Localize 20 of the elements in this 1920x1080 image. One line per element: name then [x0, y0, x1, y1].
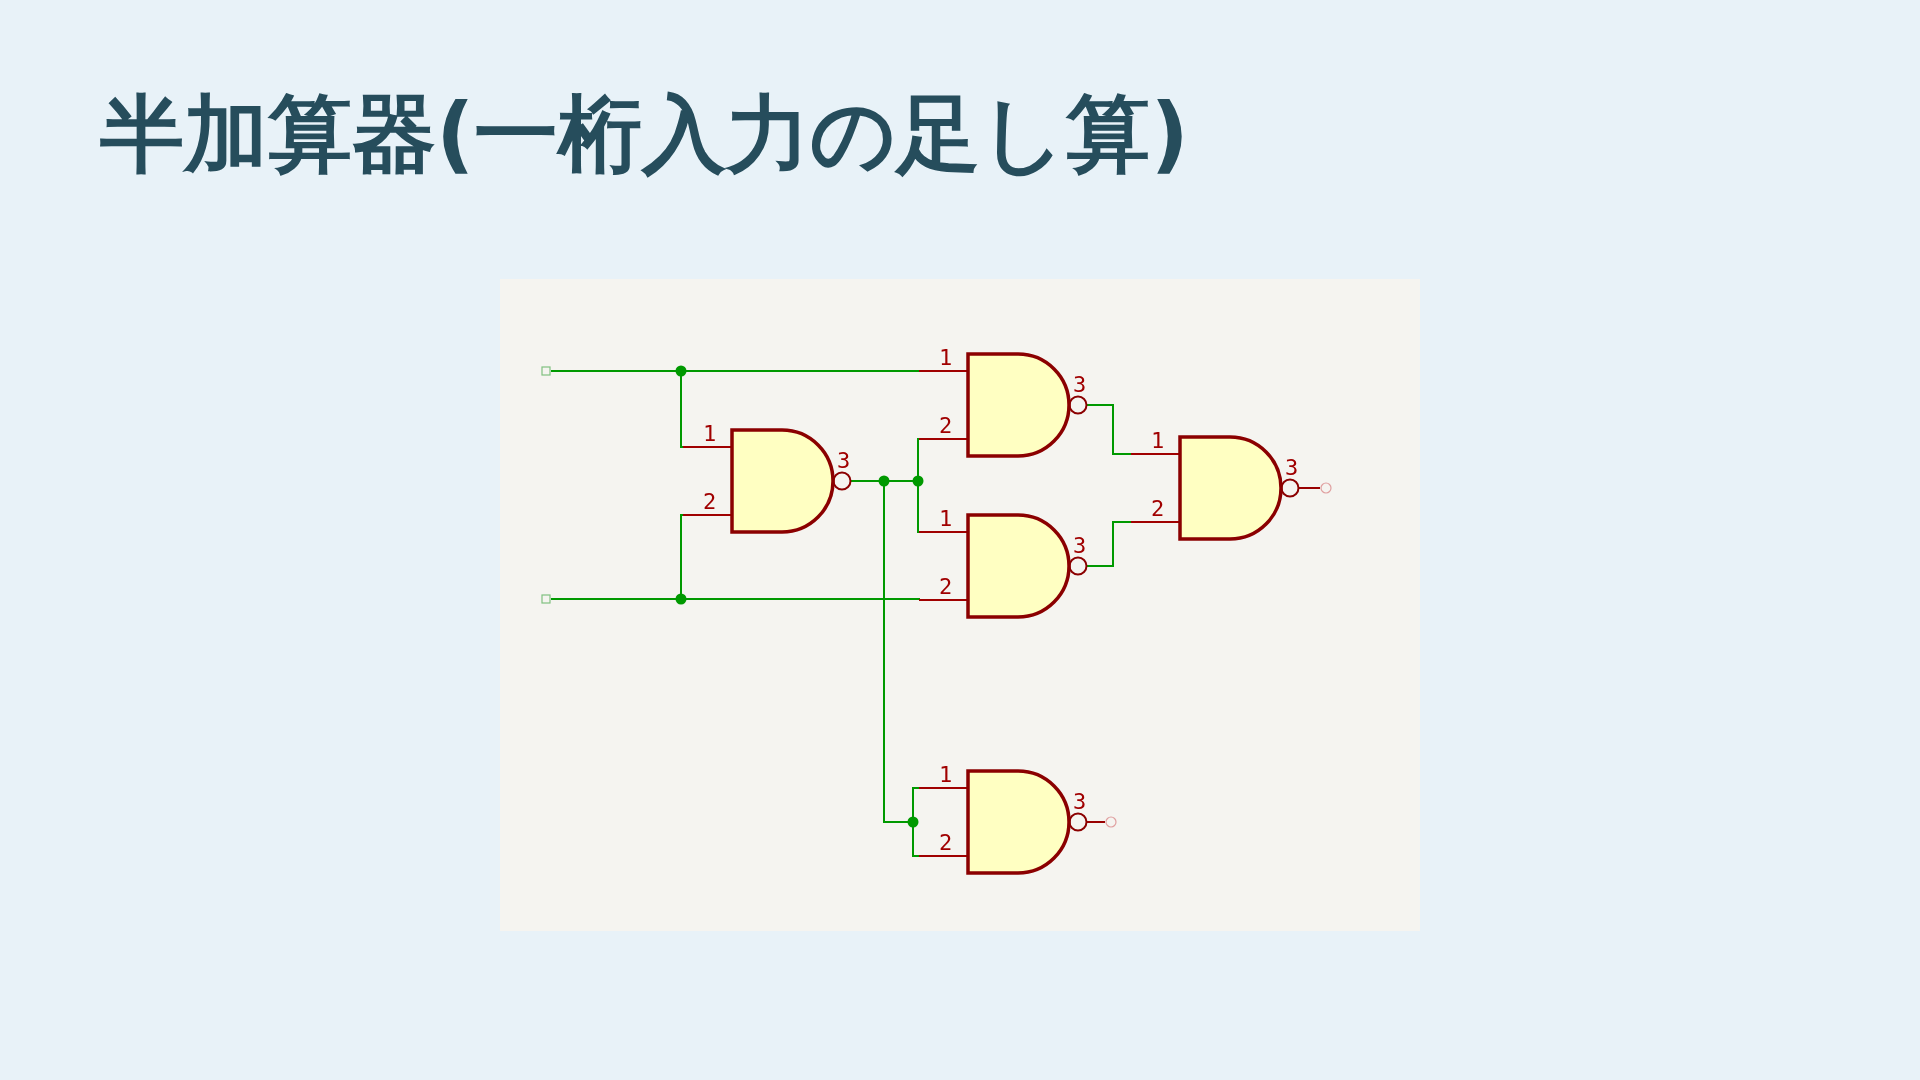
wire [1298, 487, 1321, 489]
wire [1086, 821, 1106, 823]
pin-number: 1 [939, 764, 953, 786]
pin-number: 3 [1073, 374, 1087, 396]
pin-number: 3 [1073, 535, 1087, 557]
pin-number: 3 [837, 450, 851, 472]
pin-number: 2 [939, 832, 953, 854]
wire [1086, 404, 1132, 455]
wire [1086, 521, 1132, 567]
pin-number: 3 [1073, 791, 1087, 813]
pin-number: 1 [703, 423, 717, 445]
pin-number: 1 [939, 508, 953, 530]
pin-number: 3 [1285, 457, 1299, 479]
pin-number: 2 [1151, 498, 1165, 520]
pin-number: 2 [939, 415, 953, 437]
title: 半加算器(一桁入力の足し算) [100, 88, 1189, 181]
pin-number: 1 [1151, 430, 1165, 452]
pin-number: 2 [939, 576, 953, 598]
pin-number: 1 [939, 347, 953, 369]
pin-number: 2 [703, 491, 717, 513]
